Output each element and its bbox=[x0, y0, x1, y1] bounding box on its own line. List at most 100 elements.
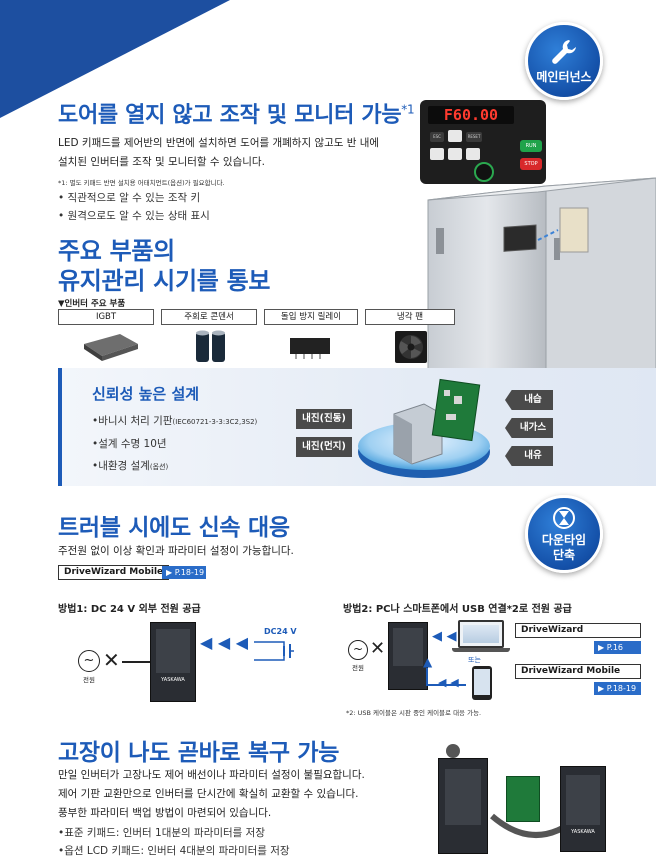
downtime-label-1: 다운타임 bbox=[541, 533, 587, 548]
part-label-fan: 냉각 팬 bbox=[365, 309, 455, 325]
keypad-right-key bbox=[466, 148, 480, 160]
method2-title: 방법2: PC나 스마트폰에서 USB 연결*2로 전원 공급 bbox=[343, 604, 572, 615]
door-title-text: 도어를 열지 않고 조작 및 모니터 가능 bbox=[58, 103, 402, 128]
reliability-bullet-3-note: (옵션) bbox=[149, 463, 169, 471]
keypad-reset-key: RESET bbox=[466, 132, 482, 142]
recovery-paragraph: 만일 인버터가 고장나도 제어 배선이나 파라미터 설정이 불필요합니다. 제어… bbox=[58, 766, 365, 823]
door-title-sup: *1 bbox=[401, 102, 415, 117]
keypad-illustration: F60.00 ESC RESET RUN STOP bbox=[420, 100, 546, 184]
downtime-label-2: 단축 bbox=[552, 547, 576, 562]
tag-vibration: 내진(진동) bbox=[296, 409, 352, 429]
recovery-title-text: 고장이 나도 곧바로 복구 가능 bbox=[58, 740, 340, 766]
door-para-line2: 설치된 인버터를 조작 및 모니터할 수 있습니다. bbox=[58, 156, 265, 168]
door-bullet-2-text: 원격으로도 알 수 있는 상태 표시 bbox=[67, 210, 210, 222]
reliability-bullets: •바니시 처리 기판(IEC60721-3-3:3C2,3S2) •설계 수명 … bbox=[92, 410, 257, 478]
smoke-icon bbox=[446, 744, 460, 758]
disconnect-icon-2: ✕ bbox=[370, 638, 386, 659]
inverter-image-2 bbox=[388, 622, 428, 690]
trouble-title-text: 트러블 시에도 신속 대응 bbox=[58, 515, 290, 541]
maintenance-label: 메인터넌스 bbox=[536, 70, 592, 85]
power-label-1: 전원 bbox=[83, 676, 95, 684]
maintenance-badge: 메인터넌스 bbox=[525, 22, 603, 100]
recovery-bullet-2: •옵션 LCD 키패드: 인버터 4대분의 파라미터를 저장 bbox=[58, 845, 290, 857]
inverter-brand-1: YASKAWA bbox=[161, 677, 185, 683]
power-source-2: ~ 전원 bbox=[348, 640, 368, 672]
door-note: *1: 별도 키패드 반면 설치용 어태치먼트(옵션)가 필요합니다. bbox=[58, 179, 225, 187]
recovery-bullet-1: •표준 키패드: 인버터 1대분의 파라미터를 저장 bbox=[58, 827, 265, 839]
drivewizard-mobile-page-link-2[interactable]: ▶ P.18-19 bbox=[594, 682, 641, 695]
tag-oil: 내유 bbox=[505, 446, 553, 466]
power-line-1 bbox=[122, 661, 150, 663]
reliability-bullet-1: •바니시 처리 기판(IEC60721-3-3:3C2,3S2) bbox=[92, 415, 258, 427]
keypad-display: F60.00 bbox=[428, 106, 514, 124]
keypad-stop-key: STOP bbox=[520, 158, 542, 170]
corner-banner bbox=[0, 0, 230, 118]
downtime-badge: 다운타임 단축 bbox=[525, 495, 603, 573]
keypad-left-key bbox=[430, 148, 444, 160]
smartphone-image bbox=[472, 666, 492, 700]
pc-base bbox=[452, 648, 510, 652]
drivewizard-mobile-tag[interactable]: DriveWizard Mobile bbox=[58, 565, 170, 580]
drivewizard-tag[interactable]: DriveWizard bbox=[515, 623, 641, 638]
trouble-subtitle: 주전원 없이 이상 확인과 파라미터 설정이 가능합니다. bbox=[58, 545, 294, 557]
door-paragraph: LED 키패드를 제어반의 반면에 설치하면 도어를 개폐하지 않고도 반 내에… bbox=[58, 134, 418, 172]
parts-title-line2: 유지관리 시기를 통보 bbox=[58, 267, 271, 295]
ac-power-icon: ~ bbox=[78, 650, 100, 672]
capacitor-image bbox=[196, 330, 225, 362]
flow-arrow-up: ▲ bbox=[423, 655, 433, 669]
failed-inverter-image bbox=[438, 758, 488, 854]
flow-arrows-1: ◀ ◀ ◀ bbox=[200, 633, 249, 652]
drivewizard-page-link[interactable]: ▶ P.16 bbox=[594, 641, 641, 654]
reliability-title: 신뢰성 높은 설계 bbox=[92, 385, 200, 403]
usb-note: *2: USB 케이블은 시판 중인 케이블로 대응 가능. bbox=[346, 709, 482, 717]
flow-arrows-3: ◀ ◀ bbox=[438, 676, 459, 689]
reliability-bullet-1-text: 바니시 처리 기판 bbox=[98, 415, 173, 427]
drivewizard-mobile-tag-2[interactable]: DriveWizard Mobile bbox=[515, 664, 641, 679]
part-label-relay: 돌입 방지 릴레이 bbox=[264, 309, 358, 325]
flow-line-horiz bbox=[426, 684, 466, 686]
method1-title: 방법1: DC 24 V 외부 전원 공급 bbox=[58, 604, 201, 615]
recovery-bullet-2-text: 옵션 LCD 키패드: 인버터 4대분의 파라미터를 저장 bbox=[64, 845, 290, 857]
pc-image bbox=[458, 620, 504, 648]
door-bullets: • 직관적으로 알 수 있는 조작 키 • 원격으로도 알 수 있는 상태 표시 bbox=[58, 189, 210, 225]
drivewizard-mobile-page-link[interactable]: ▶ P.18-19 bbox=[162, 566, 206, 579]
inverter-brand-2: YASKAWA bbox=[571, 829, 595, 835]
flow-arrows-2: ◀ ◀ bbox=[432, 629, 457, 644]
relay-image bbox=[290, 338, 330, 359]
drivewizard-mobile-page-2: P.18-19 bbox=[606, 684, 637, 693]
recovery-para-line2: 제어 기판 교환만으로 인버터를 단시간에 확실히 교환할 수 있습니다. bbox=[58, 788, 359, 800]
door-bullet-2: • 원격으로도 알 수 있는 상태 표시 bbox=[58, 210, 210, 222]
reliability-band bbox=[58, 368, 656, 486]
inverter-dome-illustration bbox=[358, 378, 490, 478]
power-source-1: ~ 전원 bbox=[78, 650, 100, 684]
door-para-line1: LED 키패드를 제어반의 반면에 설치하면 도어를 개폐하지 않고도 반 내에 bbox=[58, 137, 380, 149]
power-label-2: 전원 bbox=[352, 664, 364, 672]
fan-image bbox=[395, 331, 427, 363]
keypad-down-key bbox=[448, 148, 462, 160]
reliability-bullet-2: •설계 수명 10년 bbox=[92, 438, 167, 450]
keypad-up-key bbox=[448, 130, 462, 142]
reliability-bullet-3: •내환경 설계(옵션) bbox=[92, 460, 169, 472]
cabinet-illustration bbox=[427, 177, 656, 370]
drivewizard-page: P.16 bbox=[606, 643, 624, 652]
hourglass-icon bbox=[553, 507, 575, 530]
reliability-bullet-2-text: 설계 수명 10년 bbox=[98, 438, 167, 450]
recovery-bullet-1-text: 표준 키패드: 인버터 1대분의 파라미터를 저장 bbox=[64, 827, 265, 839]
door-bullet-1: • 직관적으로 알 수 있는 조작 키 bbox=[58, 192, 201, 204]
inverter-image-1: YASKAWA bbox=[150, 622, 196, 702]
recovery-bullets: •표준 키패드: 인버터 1대분의 파라미터를 저장 •옵션 LCD 키패드: … bbox=[58, 824, 290, 860]
drivewizard-mobile-page: P.18-19 bbox=[174, 568, 205, 577]
part-label-capacitor: 주회로 콘덴서 bbox=[161, 309, 257, 325]
flow-line-up bbox=[426, 668, 428, 684]
parts-caption: ▼인버터 주요 부품 bbox=[58, 299, 126, 309]
part-label-igbt: IGBT bbox=[58, 309, 154, 325]
or-label: 또는 bbox=[468, 656, 481, 664]
new-inverter-image: YASKAWA bbox=[560, 766, 606, 852]
tag-humidity: 내습 bbox=[505, 390, 553, 410]
door-bullet-1-text: 직관적으로 알 수 있는 조작 키 bbox=[67, 192, 201, 204]
igbt-image bbox=[84, 334, 138, 361]
disconnect-icon: ✕ bbox=[103, 648, 120, 672]
parts-title: 주요 부품의 유지관리 시기를 통보 bbox=[58, 236, 270, 296]
tag-dust: 내진(먼지) bbox=[296, 437, 352, 457]
wrench-icon bbox=[552, 40, 576, 65]
